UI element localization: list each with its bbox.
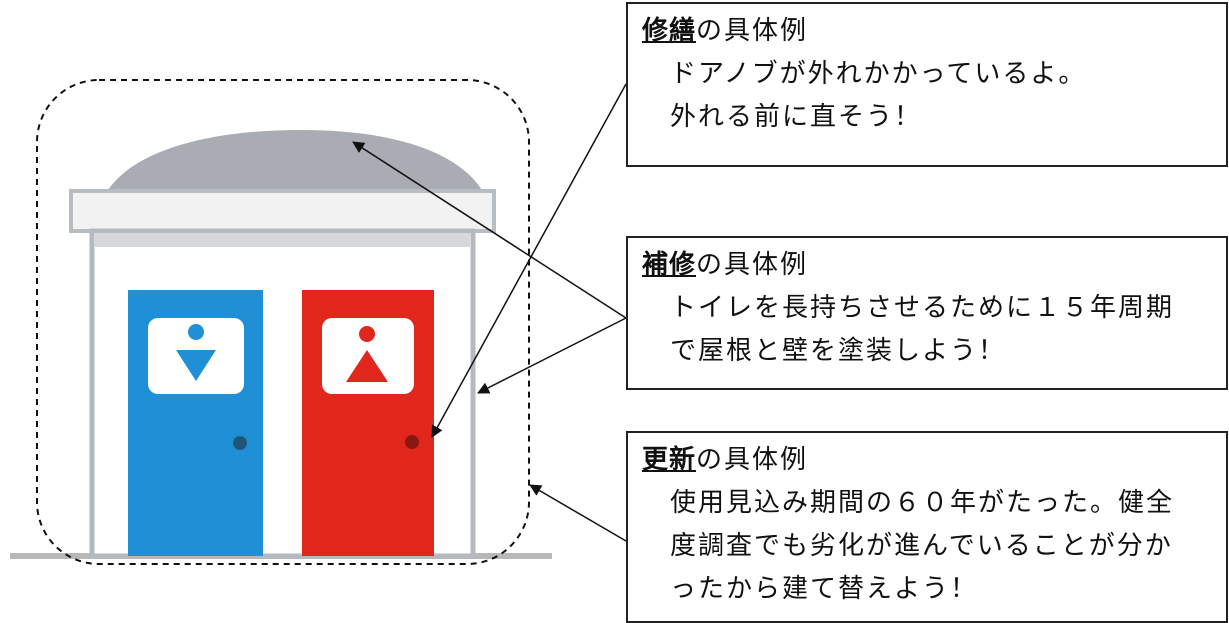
callout-maintenance: 補修の具体例 トイレを長持ちさせるために１５年周期 で屋根と壁を塗装しよう！ — [626, 236, 1228, 390]
building-outline — [36, 79, 530, 565]
roof-dome — [105, 130, 485, 195]
callout-renewal: 更新の具体例 使用見込み期間の６０年がたった。健全 度調査でも劣化が進んでいるこ… — [626, 431, 1228, 623]
callout-repair-line: 外れる前に直そう！ — [670, 102, 923, 132]
callout-maintenance-term: 補修 — [642, 250, 697, 280]
toilet-building — [69, 130, 496, 559]
callout-renewal-line: 使用見込み期間の６０年がたった。健全 — [670, 488, 1175, 518]
arrow-repair-to-knob — [431, 83, 627, 438]
female-restroom-icon — [346, 326, 388, 382]
arrow-maintenance-to-wall — [477, 317, 627, 394]
callout-renewal-line: 度調査でも劣化が進んでいることが分か — [670, 531, 1173, 561]
callout-maintenance-line: トイレを長持ちさせるために１５年周期 — [670, 293, 1175, 323]
arrow-renewal-to-building — [529, 484, 627, 542]
mens-door-knob — [233, 436, 247, 450]
callout-repair-line: ドアノブが外れかかっているよ。 — [670, 59, 1087, 89]
male-restroom-icon — [176, 324, 216, 381]
callout-arrows — [352, 83, 627, 542]
wall-shadow — [95, 233, 470, 247]
callout-renewal-heading: 更新の具体例 — [642, 439, 1216, 482]
callout-maintenance-line: で屋根と壁を塗装しよう！ — [670, 336, 1007, 366]
roof-eave — [69, 189, 496, 233]
callout-renewal-term: 更新 — [642, 445, 697, 475]
callout-renewal-suffix: の具体例 — [696, 445, 809, 475]
womens-door — [302, 290, 434, 556]
arrow-maintenance-to-roof — [352, 141, 627, 319]
callout-maintenance-heading: 補修の具体例 — [642, 244, 1216, 287]
callout-renewal-line: ったから建て替えよう！ — [670, 574, 979, 604]
callout-maintenance-suffix: の具体例 — [696, 250, 809, 280]
womens-door-knob — [405, 435, 419, 449]
callout-repair-suffix: の具体例 — [696, 16, 809, 46]
callout-repair-term: 修繕 — [642, 16, 697, 46]
callout-repair: 修繕の具体例 ドアノブが外れかかっているよ。 外れる前に直そう！ — [626, 2, 1228, 167]
mens-door — [128, 290, 263, 556]
callout-repair-heading: 修繕の具体例 — [642, 10, 1216, 53]
